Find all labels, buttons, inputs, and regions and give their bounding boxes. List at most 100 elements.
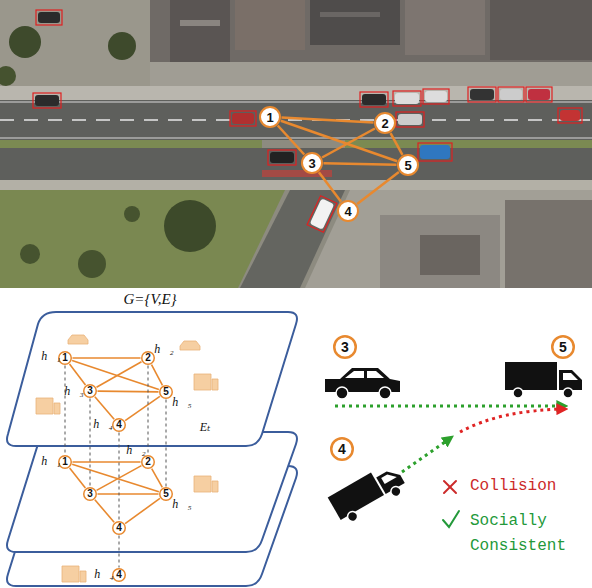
interaction-edge <box>95 500 114 523</box>
node-circle-outline <box>113 522 126 535</box>
feature-label-box: h⃗₁ <box>41 350 61 363</box>
node-number: 4 <box>116 523 122 533</box>
interaction-edge <box>152 365 163 386</box>
graph-title: G={V,E} <box>123 291 176 308</box>
feature-label-box: h⃗₄ <box>94 568 114 581</box>
node-circle-outline <box>160 386 173 399</box>
node-number: 1 <box>62 353 68 363</box>
node-number: 1 <box>266 111 273 124</box>
interaction-edge <box>97 362 142 388</box>
agent-node: 3 <box>83 384 97 398</box>
interaction-edge <box>391 133 403 155</box>
node-number: 5 <box>404 159 411 172</box>
collision-label: Collision <box>470 477 556 496</box>
interaction-edge <box>152 469 163 488</box>
node-number: 5 <box>163 489 169 499</box>
node-circle-outline <box>334 336 356 358</box>
node-number: 5 <box>163 387 169 397</box>
collision-label-box: Collision <box>470 477 556 496</box>
interaction-edge <box>322 129 375 158</box>
edge-set-label: Eₜ <box>200 421 210 434</box>
feature-label-box: h⃗₂ <box>126 444 146 457</box>
node-circle-outline <box>84 385 97 398</box>
agent-node: 4 <box>112 521 126 535</box>
car-3-icon <box>325 368 400 399</box>
feature-label: h⃗₄ <box>93 418 113 431</box>
interaction-edge <box>70 364 86 385</box>
feature-label-box: h⃗₅ <box>172 498 192 511</box>
agent-node: 3 <box>301 152 323 174</box>
agent-node: 4 <box>112 418 126 432</box>
interaction-edge <box>278 125 304 154</box>
interaction-edge <box>281 118 373 123</box>
truck-5-icon <box>505 362 582 398</box>
feature-label-box: h⃗₁ <box>41 455 61 468</box>
node-circle-outline <box>84 488 97 501</box>
agent-node: 2 <box>141 351 155 365</box>
node-number: 5 <box>559 340 567 354</box>
check-mark <box>443 511 459 527</box>
interaction-edge <box>73 357 141 359</box>
interaction-edge <box>73 461 141 463</box>
node-circle-outline <box>113 569 126 582</box>
node-number: 4 <box>116 420 122 430</box>
feature-label: h⃗₅ <box>172 396 192 409</box>
feature-label: h⃗₁ <box>41 350 61 363</box>
agent-node: 3 <box>333 335 357 359</box>
interaction-edge <box>125 396 160 420</box>
feature-label-box: h⃗₅ <box>172 396 192 409</box>
node-number: 3 <box>341 340 349 354</box>
node-circle-outline <box>302 153 322 173</box>
node-number: 4 <box>338 442 346 456</box>
agent-node: 4 <box>337 200 359 222</box>
node-circle-outline <box>338 201 358 221</box>
agent-node: 5 <box>397 154 419 176</box>
node-number: 2 <box>145 457 151 467</box>
interaction-edge <box>95 397 114 420</box>
feature-label: h⃗₄ <box>94 568 114 581</box>
agent-node: 4 <box>330 437 354 461</box>
edge-set-label-box: Eₜ <box>200 421 210 434</box>
node-circle-outline <box>552 336 574 358</box>
node-circle-outline <box>260 107 280 127</box>
feature-label: h⃗₂ <box>154 343 174 356</box>
feature-label-box: h⃗₄ <box>93 418 113 431</box>
interaction-edge <box>125 498 160 523</box>
node-circle-outline <box>142 352 155 365</box>
node-number: 4 <box>116 570 122 580</box>
node-number: 1 <box>62 457 68 467</box>
graph-title-box: G={V,E} <box>123 291 176 308</box>
interaction-edge <box>323 163 396 165</box>
interaction-edge <box>72 360 159 389</box>
node-number: 3 <box>308 157 315 170</box>
feature-label: h⃗₃ <box>64 385 84 398</box>
node-circle-outline <box>375 113 395 133</box>
feature-label-box: h⃗₂ <box>154 343 174 356</box>
node-number: 3 <box>87 489 93 499</box>
node-number: 3 <box>87 386 93 396</box>
interaction-edge <box>98 493 159 495</box>
node-circle-outline <box>113 419 126 432</box>
interaction-edge <box>319 172 341 202</box>
truck-4-icon <box>328 460 409 526</box>
agent-node: 2 <box>374 112 396 134</box>
interaction-edge <box>97 390 158 392</box>
feature-label-box: h⃗₃ <box>64 385 84 398</box>
node-circle-outline <box>398 155 418 175</box>
node-circle-outline <box>331 438 353 460</box>
feature-label: h⃗₂ <box>126 444 146 457</box>
agent-node: 5 <box>159 385 173 399</box>
consistent-label-box: Socially Consistent <box>470 509 574 559</box>
temporal-link <box>148 366 149 455</box>
node-circle-outline <box>160 488 173 501</box>
feature-label: h⃗₅ <box>172 498 192 511</box>
node-number: 2 <box>381 117 388 130</box>
cross-mark <box>444 481 456 493</box>
temporal-link <box>90 399 91 487</box>
agent-node: 3 <box>83 487 97 501</box>
agent-node: 4 <box>112 568 126 582</box>
node-number: 4 <box>344 205 351 218</box>
temporal-link <box>65 366 66 455</box>
